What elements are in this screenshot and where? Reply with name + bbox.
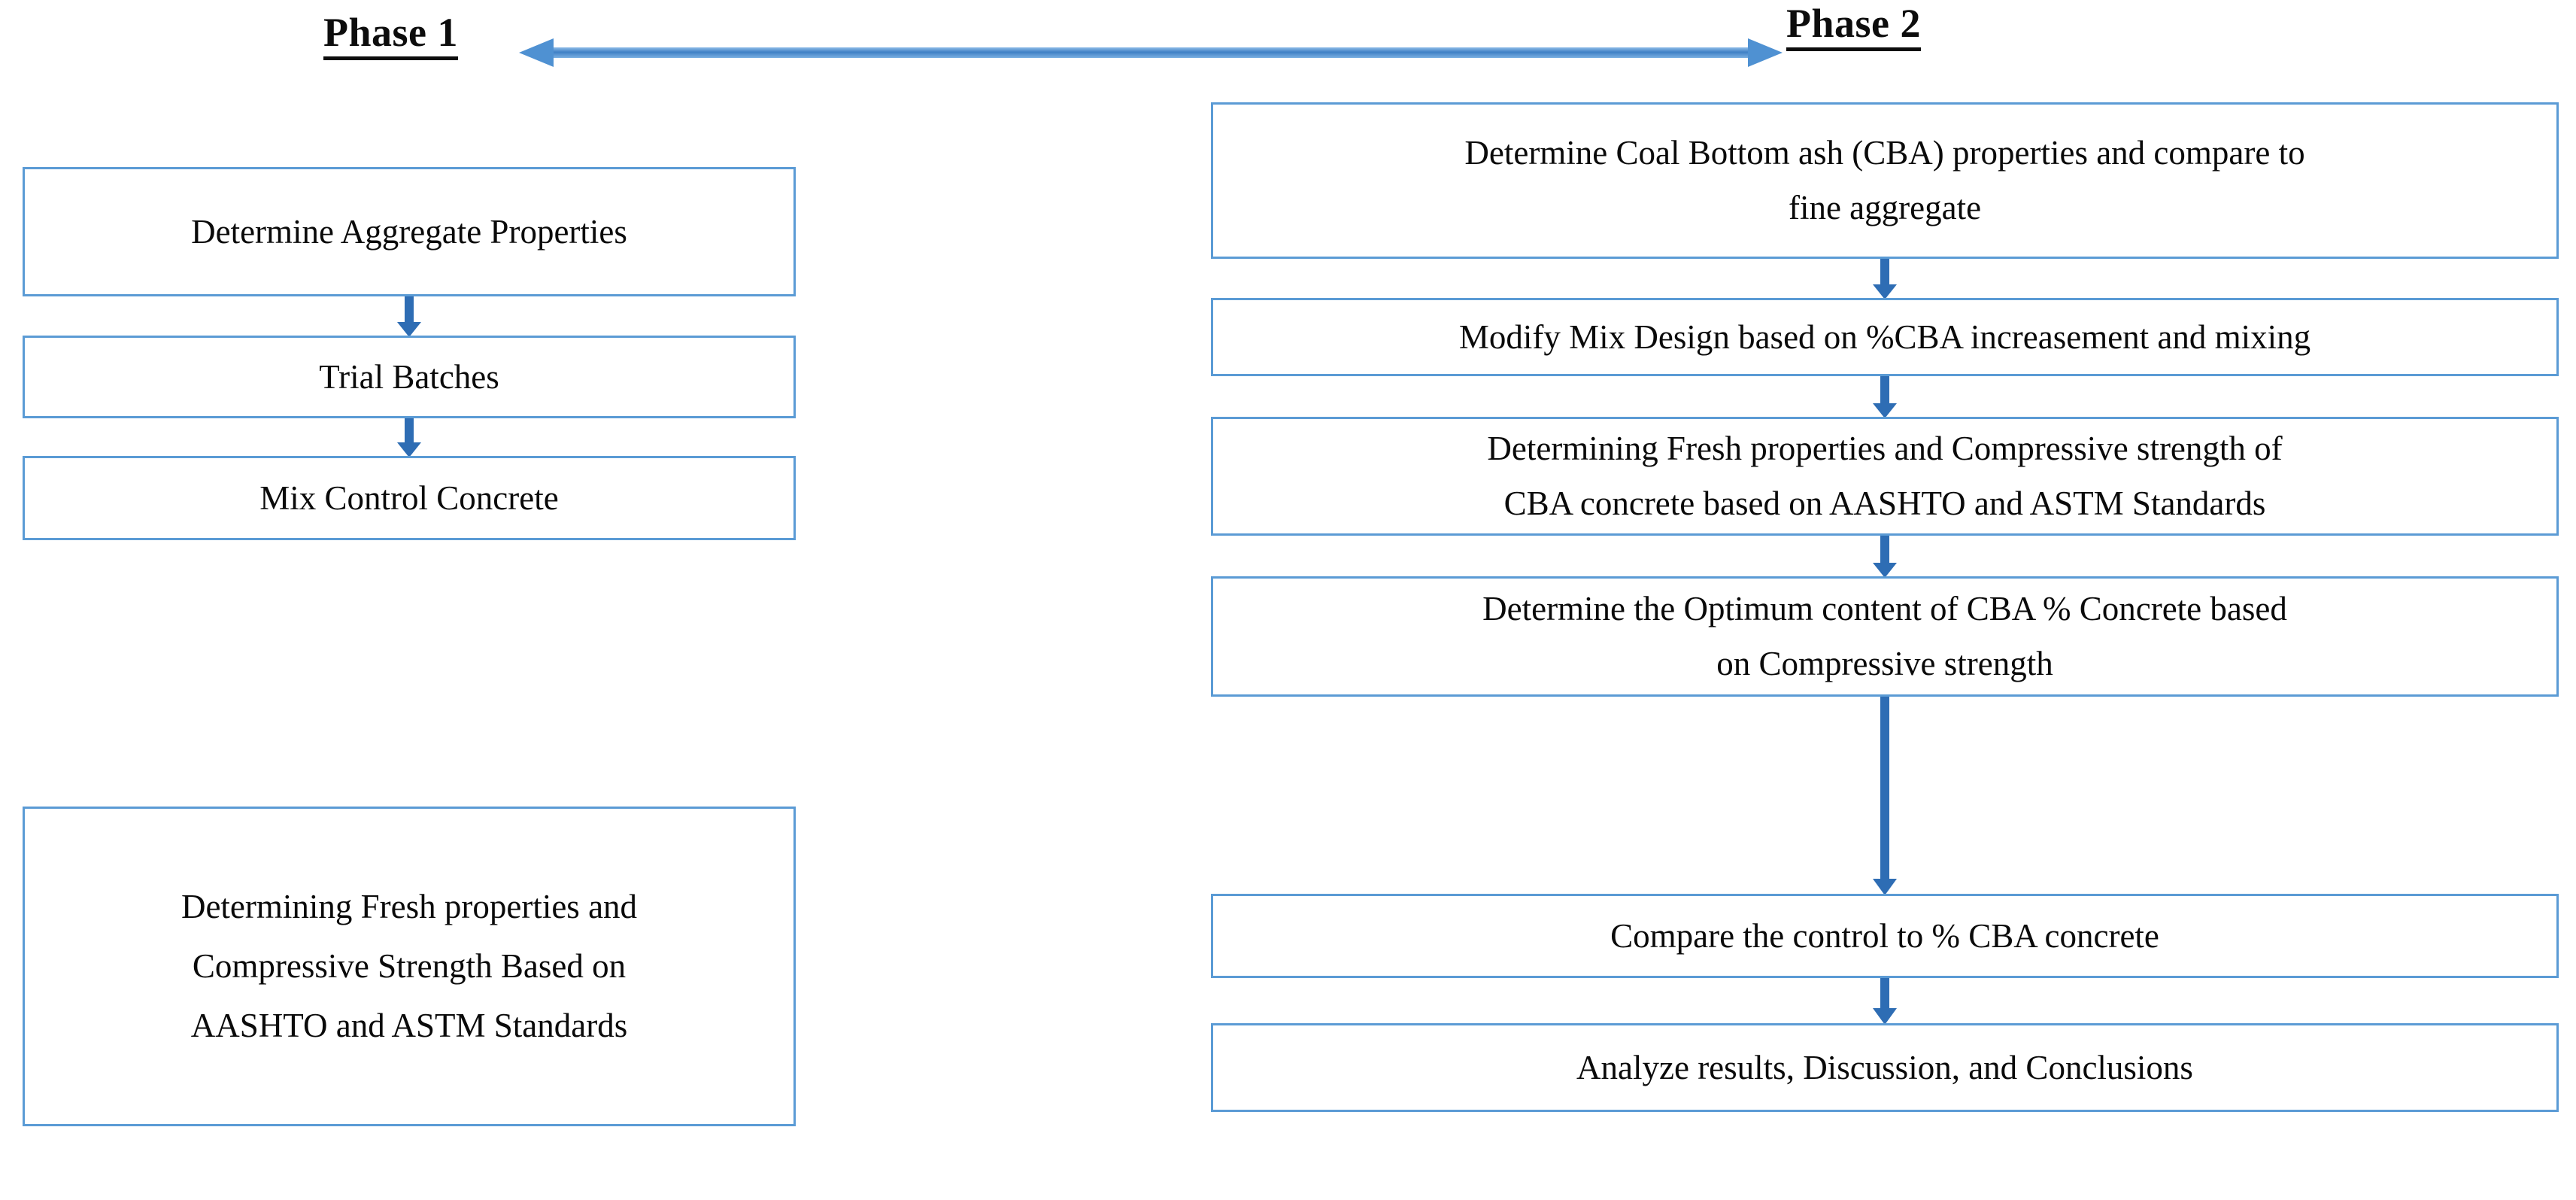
process-box-modify-mix-design[interactable]: Modify Mix Design based on %CBA increase… xyxy=(1211,298,2559,376)
process-box-label: Compare the control to % CBA concrete xyxy=(1610,916,2159,955)
process-box-label: Determining Fresh properties and Compres… xyxy=(181,888,638,1044)
process-box-label: Determine Aggregate Properties xyxy=(191,212,627,251)
process-box-determining-fresh-properties-phase1[interactable]: Determining Fresh properties and Compres… xyxy=(23,807,796,1126)
flow-arrow-down-icon xyxy=(1870,259,1900,299)
phase-2-heading: Phase 2 xyxy=(1786,0,1921,51)
process-box-determine-optimum-cba-content[interactable]: Determine the Optimum content of CBA % C… xyxy=(1211,576,2559,697)
flow-arrow-down-icon xyxy=(394,296,424,337)
process-box-label: Analyze results, Discussion, and Conclus… xyxy=(1576,1048,2193,1086)
process-box-analyze-results-conclusions[interactable]: Analyze results, Discussion, and Conclus… xyxy=(1211,1023,2559,1112)
process-box-compare-control-to-cba[interactable]: Compare the control to % CBA concrete xyxy=(1211,894,2559,978)
flow-arrow-down-icon xyxy=(1870,376,1900,418)
phase-1-heading-text: Phase 1 xyxy=(323,10,458,60)
flow-arrow-down-icon xyxy=(1870,978,1900,1025)
process-box-determining-fresh-properties-cba[interactable]: Determining Fresh properties and Compres… xyxy=(1211,417,2559,536)
flow-arrow-down-icon xyxy=(1870,697,1900,895)
process-box-label: Determining Fresh properties and Compres… xyxy=(1487,430,2283,522)
process-box-label: Modify Mix Design based on %CBA increase… xyxy=(1458,317,2311,356)
process-box-label: Mix Control Concrete xyxy=(259,478,559,517)
process-box-determine-cba-properties[interactable]: Determine Coal Bottom ash (CBA) properti… xyxy=(1211,102,2559,259)
flow-arrow-down-icon xyxy=(1870,536,1900,578)
process-box-determine-aggregate-properties[interactable]: Determine Aggregate Properties xyxy=(23,167,796,296)
phase-connector-double-arrow-icon xyxy=(519,36,1783,71)
flow-arrow-down-icon xyxy=(394,418,424,457)
process-box-label: Trial Batches xyxy=(319,357,499,396)
process-box-trial-batches[interactable]: Trial Batches xyxy=(23,336,796,418)
phase-2-heading-text: Phase 2 xyxy=(1786,1,1921,51)
process-box-label: Determine Coal Bottom ash (CBA) properti… xyxy=(1464,134,2305,226)
process-box-label: Determine the Optimum content of CBA % C… xyxy=(1482,590,2287,682)
phase-1-heading: Phase 1 xyxy=(323,9,458,60)
process-box-mix-control-concrete[interactable]: Mix Control Concrete xyxy=(23,456,796,540)
